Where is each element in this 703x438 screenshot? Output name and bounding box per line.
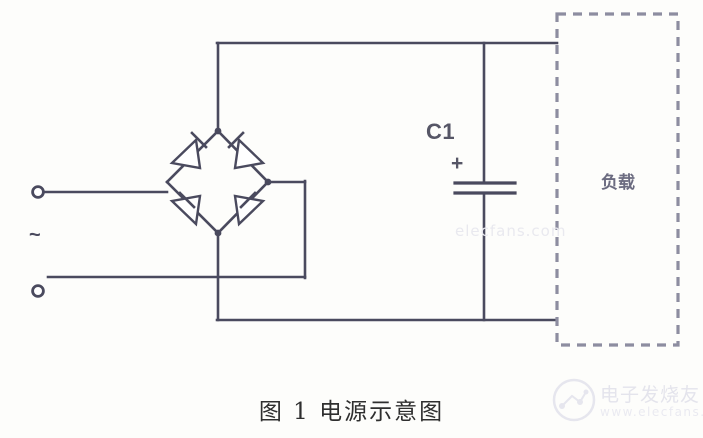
diode-d1-triangle [169,137,202,170]
diode-d1-bar [190,131,208,149]
diode-d2-triangle [233,137,266,170]
figure-caption: 图 1 电源示意图 [258,399,445,425]
ac-terminal-top-ring [31,185,45,199]
diode-d4-bar [239,191,257,209]
ac-terminal-bottom-ring [31,284,45,298]
diode-d3-bar [178,191,196,209]
diode-d2-bar [227,131,245,149]
load-block-outline [555,12,680,347]
